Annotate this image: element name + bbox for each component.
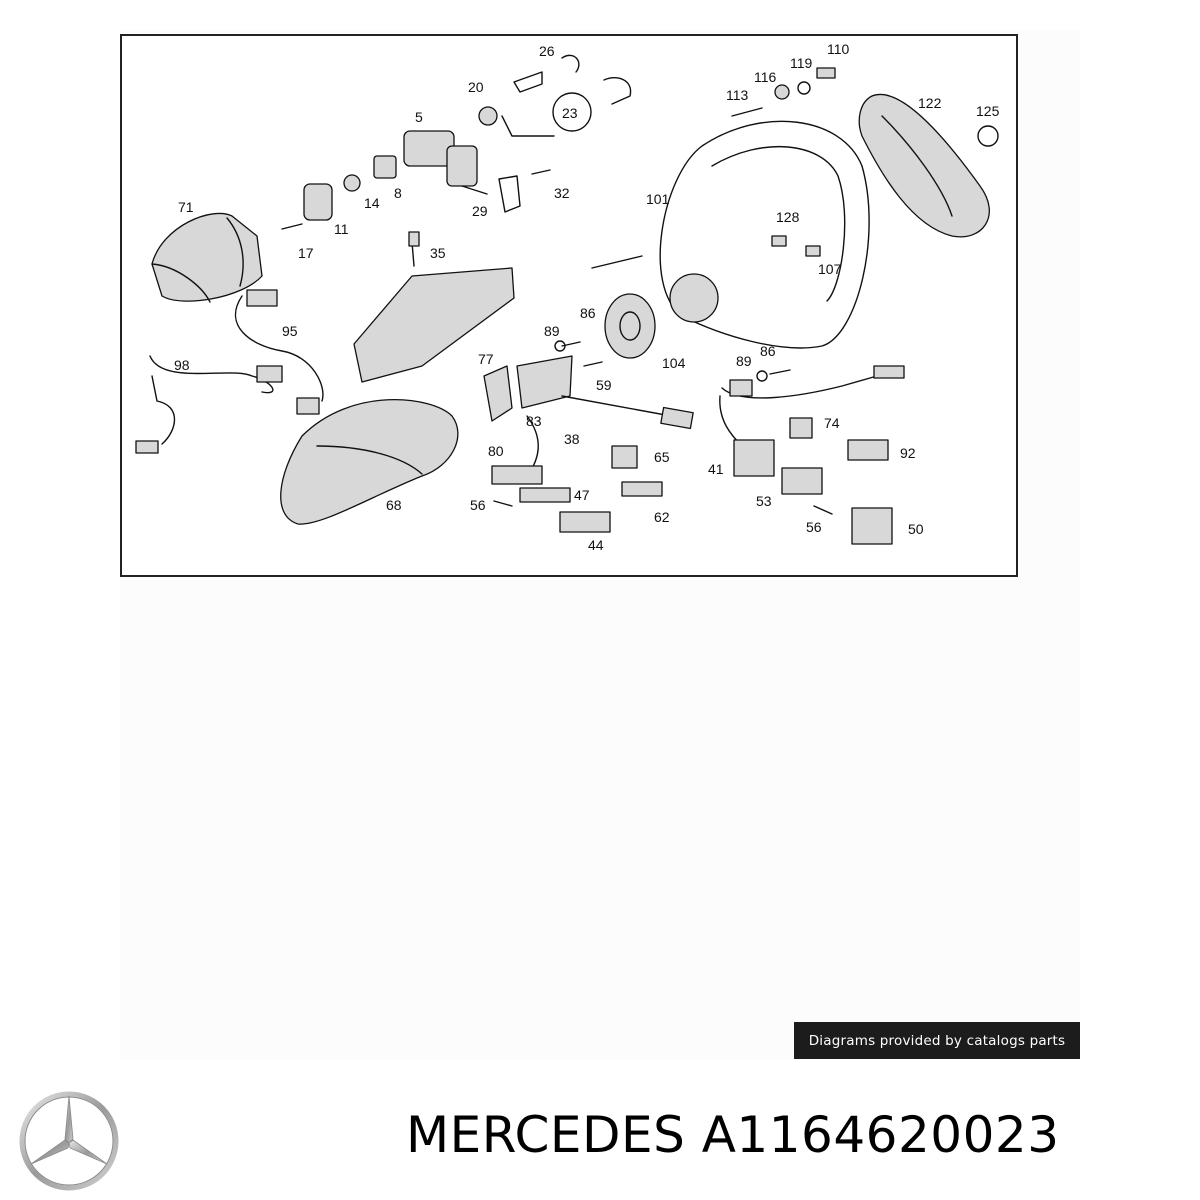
column-shroud-part: [280, 399, 459, 525]
steering-wheel-part: [591, 67, 870, 349]
callout: 125: [976, 103, 1000, 119]
callout: 50: [908, 521, 924, 537]
callout: 86: [760, 343, 776, 359]
callout: 74: [824, 415, 840, 431]
callout: 86: [580, 305, 596, 321]
callout: 5: [415, 109, 423, 125]
callout: 26: [539, 43, 555, 59]
callout: 53: [756, 493, 772, 509]
callout: 113: [726, 87, 749, 103]
callout: 83: [526, 413, 542, 429]
callout: 17: [298, 245, 314, 261]
callout: 56: [806, 519, 822, 535]
catalog-credit-badge: Diagrams provided by catalogs parts: [794, 1022, 1080, 1059]
callout: 122: [918, 95, 942, 111]
callout: 29: [472, 203, 488, 219]
callout: 62: [654, 509, 670, 525]
steering-column-bracket: [353, 231, 515, 383]
callout: 89: [736, 353, 752, 369]
switch-parts: [281, 155, 551, 230]
callout: 11: [334, 221, 349, 237]
callout: 35: [430, 245, 446, 261]
callout: 59: [596, 377, 612, 393]
callout: 41: [708, 461, 724, 477]
callout: 32: [554, 185, 570, 201]
callout: 98: [174, 357, 190, 373]
airbag-module-part: [858, 93, 999, 238]
callout: 116: [754, 69, 777, 85]
callout: 23: [562, 105, 578, 121]
connector-parts: [491, 445, 663, 533]
parts-diagram: 26 20 110 119 116 113 5 23 122 125 71 14…: [120, 34, 1018, 577]
callout: 56: [470, 497, 486, 513]
mercedes-star-icon: [18, 1090, 120, 1192]
callout: 47: [574, 487, 590, 503]
callout: 80: [488, 443, 504, 459]
callout: 8: [394, 185, 402, 201]
combination-switch-part: [483, 355, 694, 477]
callout: 92: [900, 445, 916, 461]
callout: 20: [468, 79, 484, 95]
callout: 77: [478, 351, 494, 367]
callout: 95: [282, 323, 298, 339]
lock-cylinder-part: [403, 54, 632, 195]
credit-text: Diagrams provided by catalogs parts: [808, 1032, 1066, 1049]
callout: 104: [662, 355, 686, 371]
callout: 71: [178, 199, 194, 215]
right-side-connectors: [719, 365, 905, 545]
callout: 110: [827, 41, 850, 57]
callout: 119: [790, 55, 813, 71]
callout: 65: [654, 449, 670, 465]
callout: 89: [544, 323, 560, 339]
callout: 68: [386, 497, 402, 513]
callout: 128: [776, 209, 800, 225]
callout: 107: [818, 261, 842, 277]
part-number-title: MERCEDES A1164620023: [406, 1106, 1060, 1164]
exploded-view-drawing: 26 20 110 119 116 113 5 23 122 125 71 14…: [135, 41, 1000, 553]
callout-labels: 26 20 110 119 116 113 5 23 122 125 71 14…: [174, 41, 1000, 553]
callout: 44: [588, 537, 604, 553]
callout: 38: [564, 431, 580, 447]
wiring-harness: [135, 289, 324, 454]
callout: 14: [364, 195, 380, 211]
column-cover-part: [151, 212, 263, 303]
clockspring-part: [554, 293, 656, 367]
callout: 101: [646, 191, 670, 207]
